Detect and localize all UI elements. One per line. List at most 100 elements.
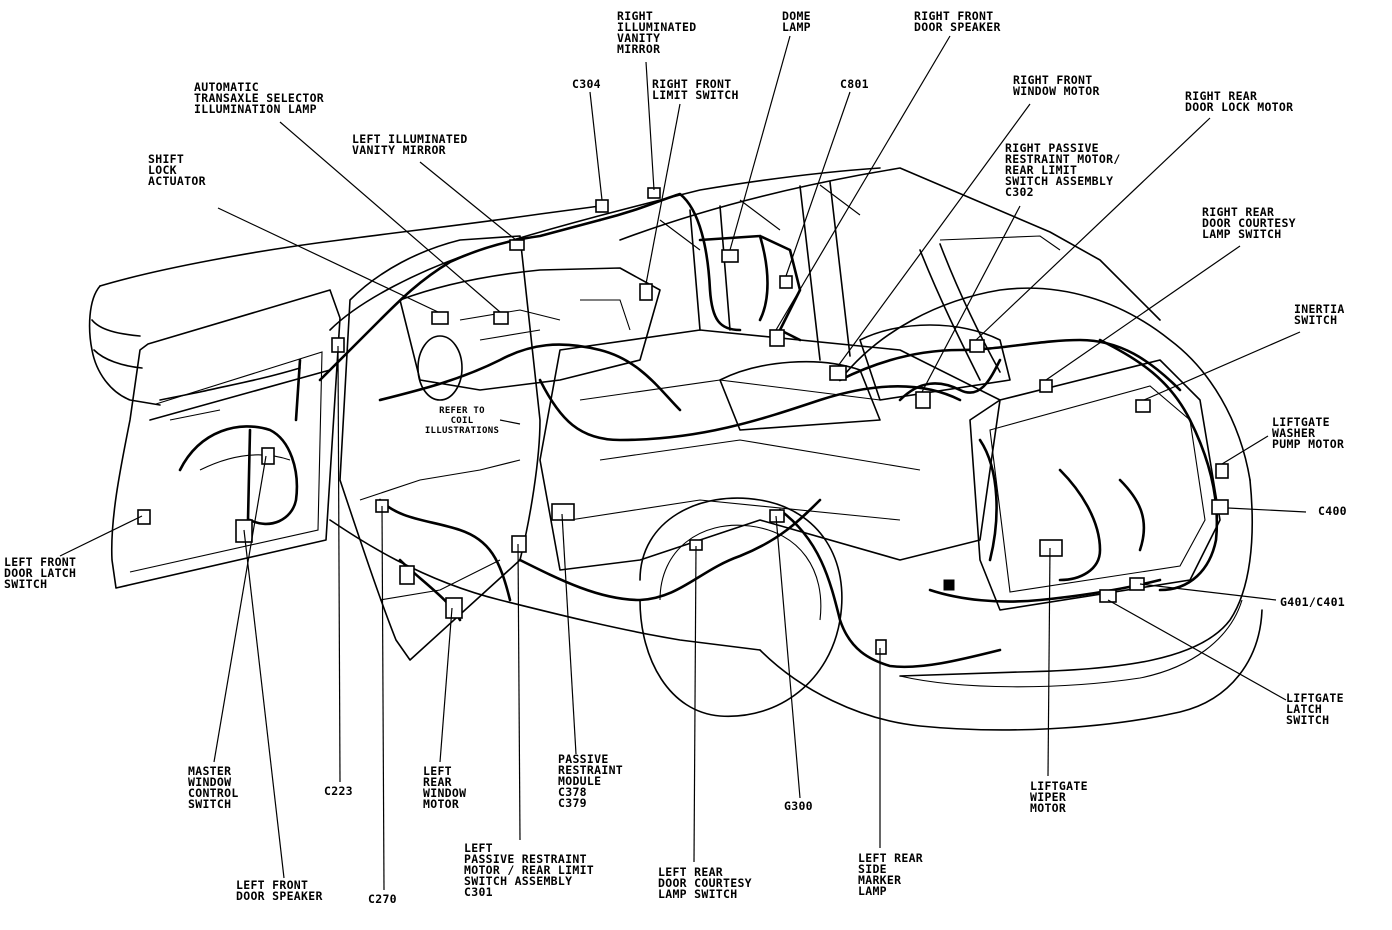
- leader-c304: [589, 91, 603, 201]
- label-c270: C270: [368, 892, 397, 906]
- leader-transaxle: [279, 121, 501, 313]
- leader-c400: [1227, 507, 1307, 513]
- callout-line: REAR: [423, 775, 452, 789]
- callout-line: MODULE: [558, 774, 601, 788]
- callout-line: LIFTGATE: [1272, 415, 1330, 429]
- third-row-area: [859, 324, 1011, 401]
- callout-line: LEFT: [423, 764, 452, 778]
- callout-line: RESTRAINT: [558, 763, 623, 777]
- callout-line: SHIFT: [148, 152, 184, 166]
- callout-line: SWITCH: [1286, 713, 1329, 727]
- callout-line: WINDOW: [423, 786, 466, 800]
- callout-line: RIGHT FRONT: [914, 9, 993, 23]
- label-c400: C400: [1318, 504, 1347, 518]
- callout-line: PASSIVE RESTRAINT: [464, 852, 587, 866]
- harness-right-side: [838, 338, 1182, 392]
- right-speaker-component: [769, 329, 785, 347]
- c304-component: [595, 199, 609, 213]
- leader-left-passive-restraint: [517, 543, 521, 841]
- left-front-door: [110, 289, 341, 589]
- label-g300: G300: [784, 799, 813, 813]
- callout-line: REFER TO: [439, 406, 485, 416]
- harness-rear-lower: [928, 578, 1162, 603]
- leader-right-window-motor: [837, 103, 1031, 367]
- callout-line: MOTOR: [1030, 801, 1066, 815]
- right-body-side: [839, 287, 1251, 481]
- front-bumper-lower: [91, 319, 143, 369]
- leader-left-rear-window: [439, 607, 453, 763]
- harness-right-door: [898, 358, 1002, 402]
- callout-line: DOME: [782, 9, 811, 23]
- left-rear-window-motor-component: [445, 597, 463, 619]
- callout-line: SWITCH: [188, 797, 231, 811]
- callout-line: LIFTGATE: [1030, 779, 1088, 793]
- rear-bumper: [759, 609, 1263, 731]
- label-c223: C223: [324, 784, 353, 798]
- side-sill: [329, 519, 761, 651]
- callout-line: LEFT REAR: [858, 851, 923, 865]
- callout-line: AUTOMATIC: [194, 80, 259, 94]
- callout-line: C302: [1005, 185, 1034, 199]
- callout-line: C301: [464, 885, 493, 899]
- right-limit-switch-component: [639, 283, 653, 301]
- rear-bumper-inner: [899, 599, 1243, 688]
- callout-line: RIGHT PASSIVE: [1005, 141, 1099, 155]
- callout-line: LAMP: [858, 884, 887, 898]
- callout-line: PUMP MOTOR: [1272, 437, 1344, 451]
- left-front-door-trim: [149, 367, 331, 421]
- callout-line: ILLUSTRATIONS: [425, 426, 499, 436]
- leader-liftgate-latch: [1107, 599, 1287, 701]
- callout-line: ILLUMINATION LAMP: [194, 102, 317, 116]
- callout-line: DOOR LOCK MOTOR: [1185, 100, 1293, 114]
- callout-line: C270: [368, 892, 397, 906]
- callout-line: MASTER: [188, 764, 231, 778]
- callout-line: CONTROL: [188, 786, 239, 800]
- right-passive-restraint-component: [915, 391, 931, 409]
- vehicle-body: [88, 167, 1263, 731]
- liftgate-opening: [969, 359, 1221, 611]
- callout-line: SWITCH ASSEMBLY: [1005, 174, 1113, 188]
- callout-line: COIL: [451, 416, 474, 426]
- callout-line: LAMP SWITCH: [658, 887, 737, 901]
- liftgate-frame-inner: [989, 385, 1206, 593]
- callout-line: C379: [558, 796, 587, 810]
- callout-line: RIGHT REAR: [1202, 205, 1274, 219]
- left-front-door-inner: [129, 351, 323, 573]
- leader-g401: [1139, 583, 1277, 601]
- leader-dome-lamp: [729, 35, 791, 251]
- callout-line: LOCK: [148, 163, 177, 177]
- leader-right-vanity: [645, 61, 655, 191]
- leader-right-rear-lock: [975, 117, 1211, 341]
- callout-line: RIGHT FRONT: [1013, 73, 1092, 87]
- leader-c801: [785, 91, 851, 277]
- callout-line: MOTOR: [423, 797, 459, 811]
- callout-line: WINDOW MOTOR: [1013, 84, 1100, 98]
- dome-lamp-component: [721, 249, 739, 263]
- g300-component: [769, 509, 785, 523]
- leader-right-rear-courtesy: [1045, 245, 1241, 381]
- leader-passive-module: [561, 513, 577, 755]
- callout-line: VANITY MIRROR: [352, 143, 446, 157]
- right-window-motor-component: [829, 365, 847, 381]
- callout-line: LEFT ILLUMINATED: [352, 132, 468, 146]
- leader-inertia: [1143, 331, 1301, 401]
- harness-roof-left: [598, 192, 742, 332]
- callout-line: C400: [1318, 504, 1347, 518]
- callout-line: LAMP: [782, 20, 811, 34]
- callout-line: SWITCH: [1294, 313, 1337, 327]
- c400-component: [1211, 499, 1229, 515]
- d-pillar: [919, 243, 1001, 381]
- transaxle-lamp-component: [493, 311, 509, 325]
